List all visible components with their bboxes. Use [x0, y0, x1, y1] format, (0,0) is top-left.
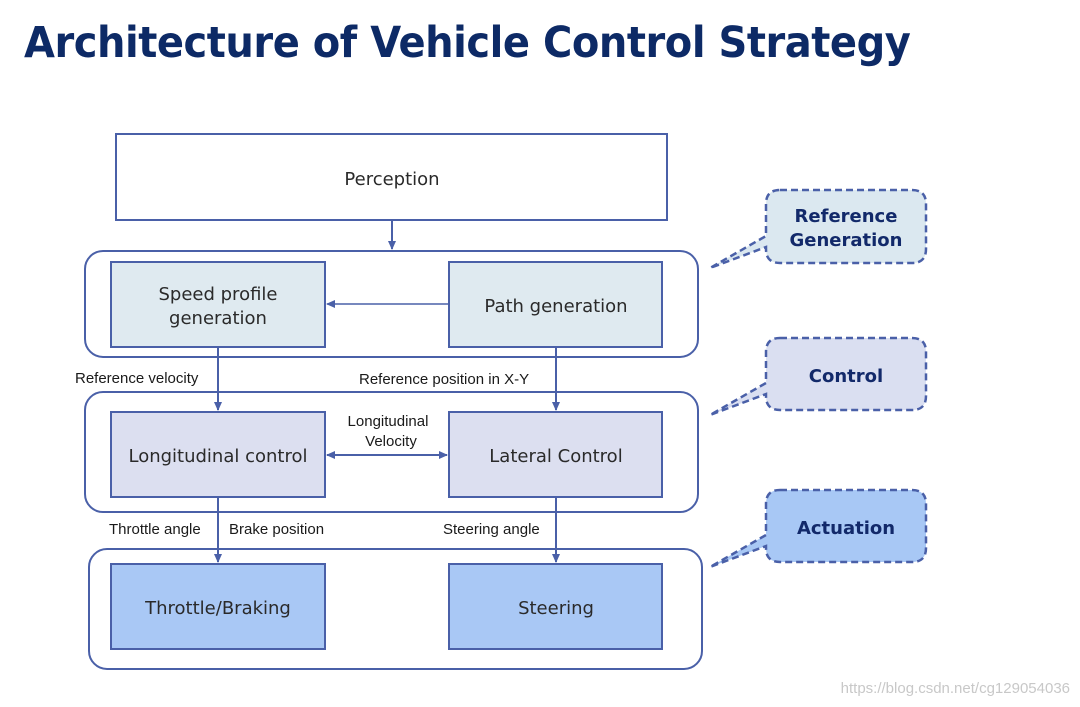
reference-generation-callout-line1: Reference: [795, 206, 898, 227]
perception-box: [115, 133, 668, 221]
reference-generation-callout: Reference Generation: [709, 188, 928, 270]
page-title: Architecture of Vehicle Control Strategy: [24, 18, 911, 68]
actuation-group: [88, 548, 703, 670]
steering-label: Steering: [518, 598, 594, 619]
perception-label: Perception: [344, 169, 439, 190]
speed-profile-label-line1: Speed profile: [158, 284, 277, 305]
watermark: https://blog.csdn.net/cg129054036: [840, 680, 1070, 697]
longitudinal-velocity-label-line2: Velocity: [365, 433, 417, 450]
path-generation-box: [448, 261, 663, 348]
actuation-callout: Actuation: [709, 488, 928, 569]
throttle-angle-label: Throttle angle: [109, 521, 201, 538]
longitudinal-control-box: [110, 411, 326, 498]
throttle-braking-label: Throttle/Braking: [144, 598, 291, 619]
longitudinal-control-label: Longitudinal control: [128, 446, 307, 467]
control-group: [84, 391, 699, 513]
longitudinal-velocity-label-line1: Longitudinal: [348, 413, 429, 430]
control-callout: Control: [709, 336, 928, 417]
reference-velocity-label: Reference velocity: [75, 370, 199, 387]
actuation-callout-label: Actuation: [797, 518, 895, 539]
speed-profile-label-line2: generation: [169, 308, 267, 329]
reference-generation-callout-line2: Generation: [790, 230, 903, 251]
path-generation-label: Path generation: [484, 296, 627, 317]
throttle-braking-box: [110, 563, 326, 650]
lateral-control-label: Lateral Control: [489, 446, 622, 467]
reference-generation-group: [84, 250, 699, 358]
steering-box: [448, 563, 663, 650]
lateral-control-box: [448, 411, 663, 498]
control-callout-label: Control: [809, 366, 883, 387]
speed-profile-box: [110, 261, 326, 348]
reference-position-label: Reference position in X-Y: [359, 371, 529, 388]
brake-position-label: Brake position: [229, 521, 324, 538]
steering-angle-label: Steering angle: [443, 521, 540, 538]
